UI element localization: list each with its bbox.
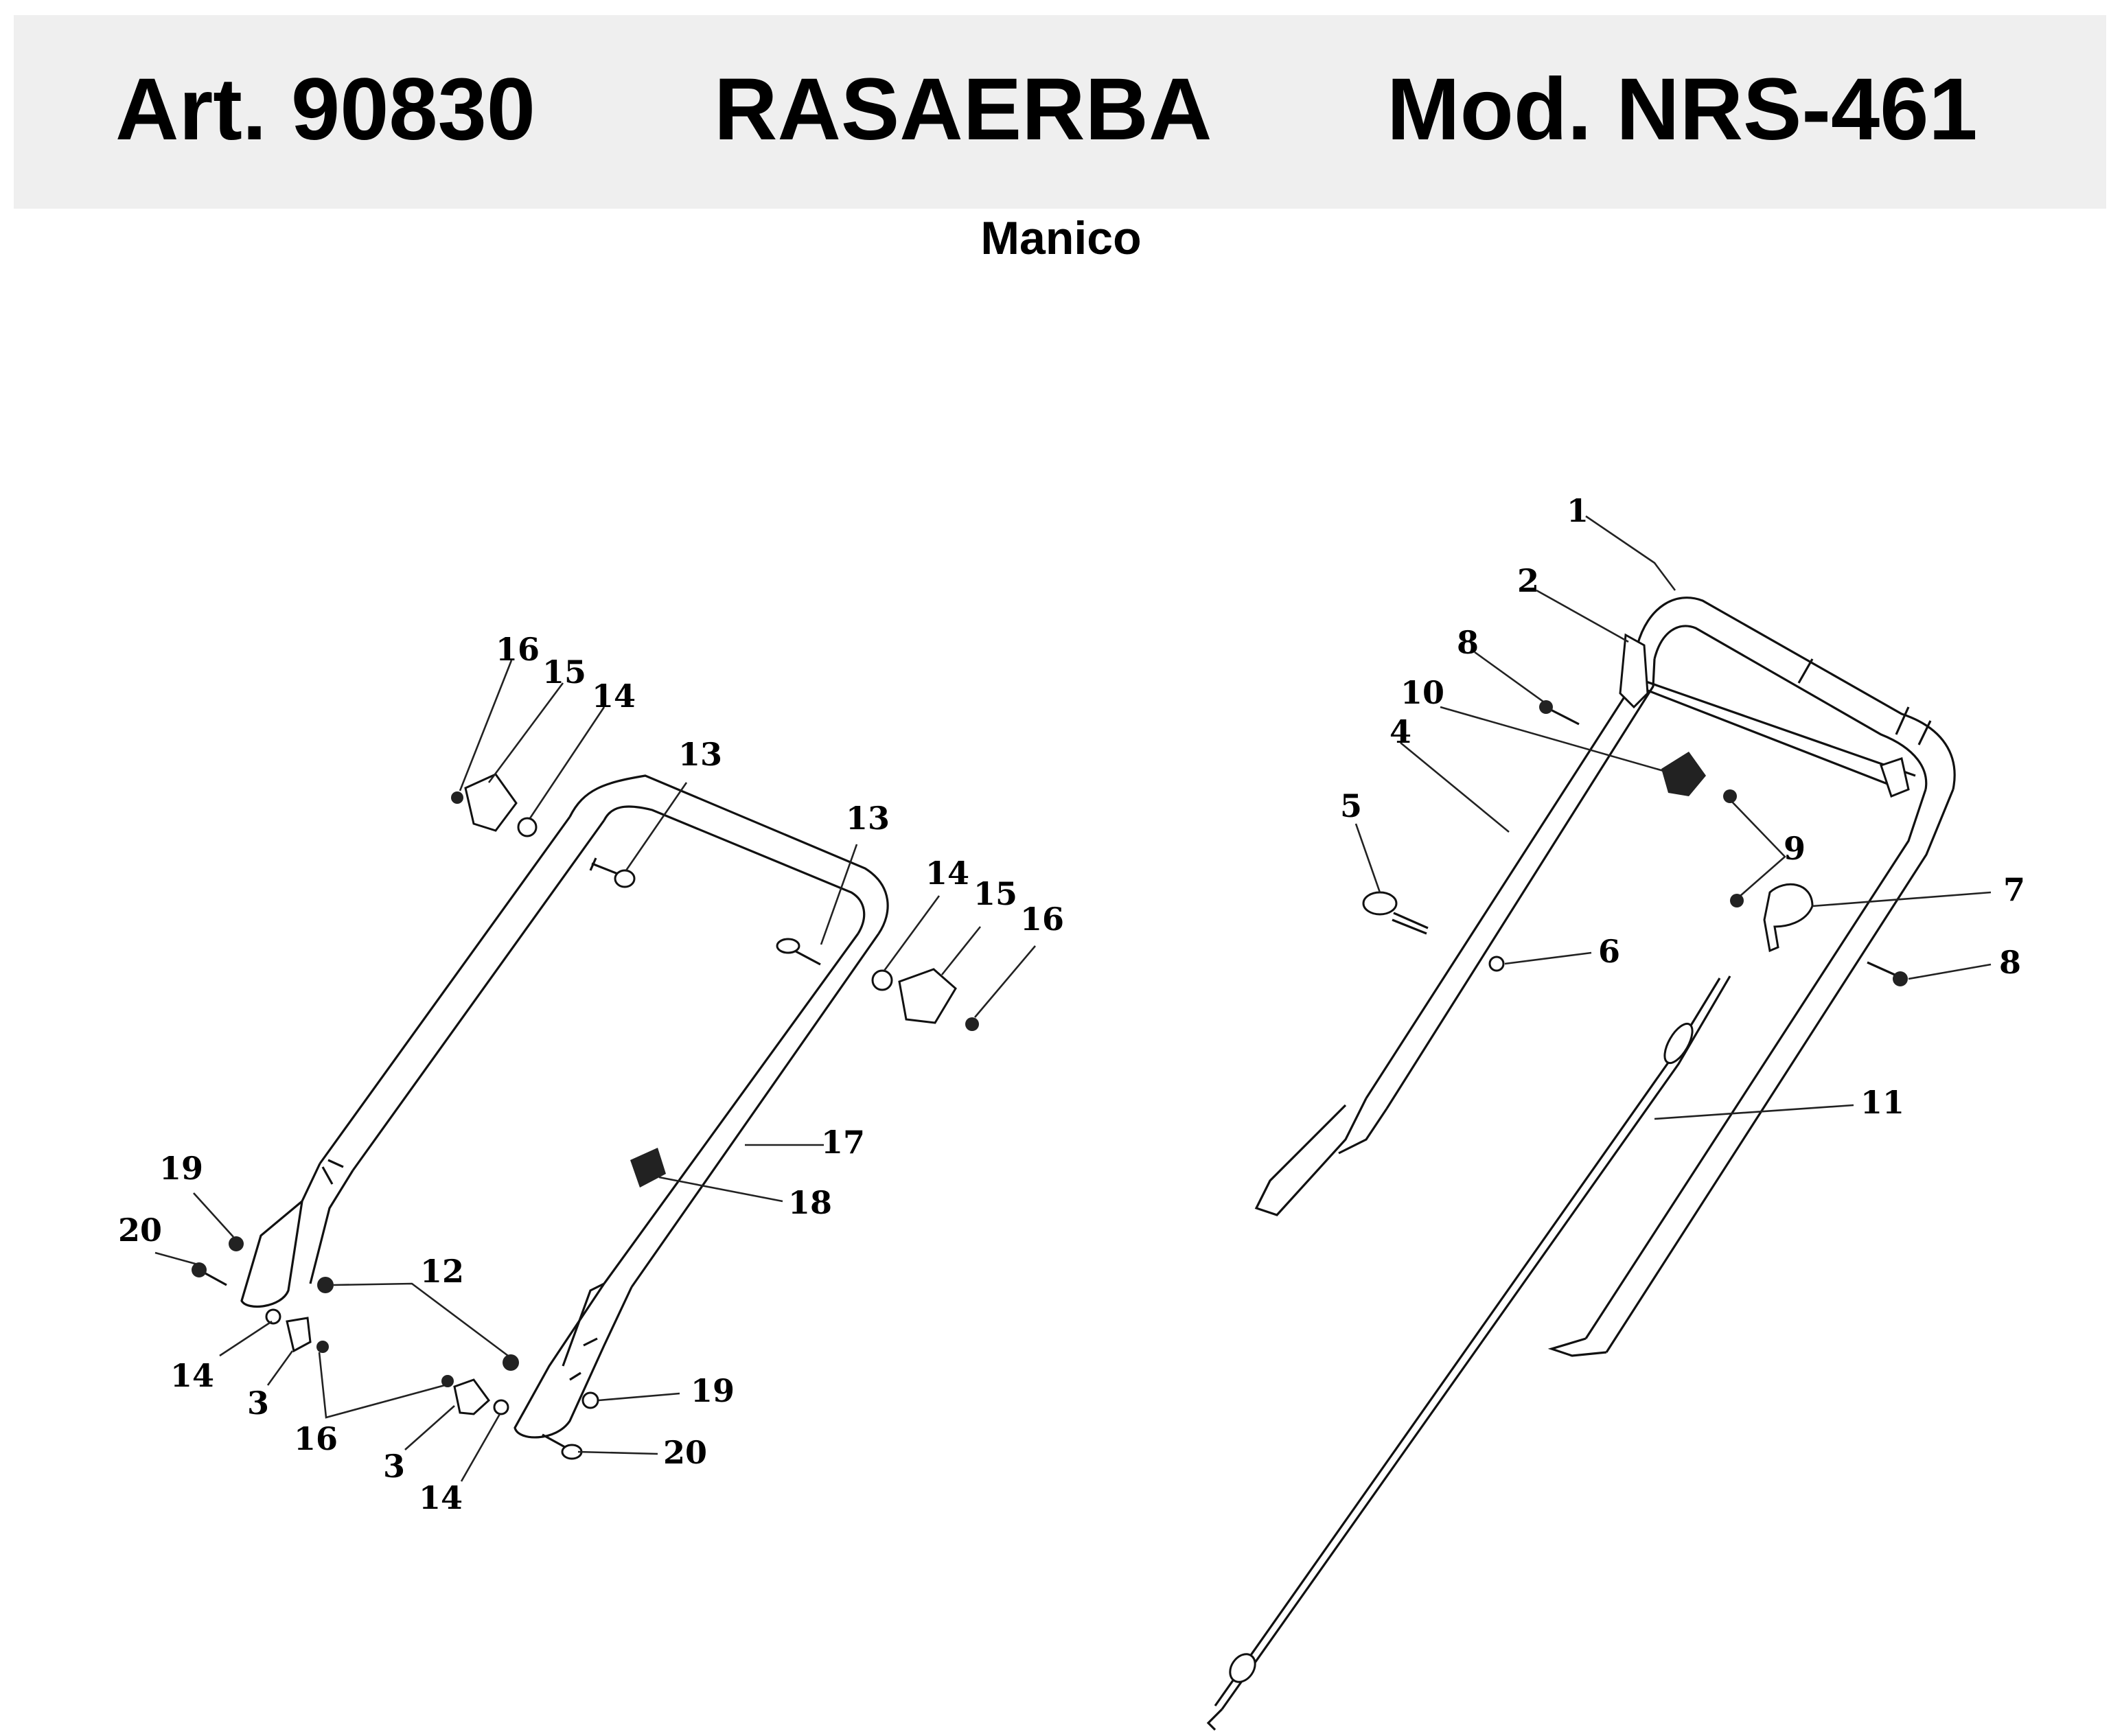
callout-18: 18 — [788, 1184, 832, 1221]
callout-labels: 16 15 14 13 13 14 15 16 17 18 19 20 12 1… — [118, 492, 2025, 1516]
nut-16-bottom — [441, 1375, 454, 1387]
callout-19-left: 19 — [159, 1150, 203, 1187]
callout-14-bottom: 14 — [419, 1479, 463, 1516]
clip-18 — [630, 1148, 666, 1188]
callout-12: 12 — [420, 1253, 464, 1290]
callout-15-right: 15 — [973, 875, 1017, 912]
callout-8-right: 8 — [1999, 944, 2021, 981]
nut-16-right — [965, 1017, 979, 1031]
callout-16-top: 16 — [496, 631, 540, 668]
callout-8-left: 8 — [1457, 624, 1479, 661]
callout-16-bottom: 16 — [294, 1420, 338, 1457]
model-number: Mod. NRS-461 — [1387, 60, 1978, 159]
bolt-8-right — [1867, 961, 1895, 976]
plate-7 — [1763, 883, 1814, 953]
knob-3-left — [286, 1317, 312, 1353]
nut-6 — [1488, 956, 1505, 972]
lever-5 — [1362, 891, 1398, 916]
lower-handle-frame — [240, 774, 889, 1439]
nut-16-left — [316, 1341, 329, 1353]
callout-11: 11 — [1860, 1084, 1904, 1121]
washer-14-left — [265, 1308, 281, 1325]
callout-17: 17 — [821, 1124, 865, 1161]
callout-20-left: 20 — [118, 1212, 162, 1249]
bolt-19-right — [581, 1391, 599, 1409]
callout-2: 2 — [1517, 562, 1539, 599]
callout-7: 7 — [2003, 871, 2025, 908]
callout-3-bottom: 3 — [383, 1448, 405, 1485]
callout-14-top: 14 — [592, 678, 636, 715]
bolt-19-left — [229, 1236, 244, 1251]
callout-19-right: 19 — [691, 1372, 735, 1409]
upper-handle-frame — [1206, 597, 1956, 1731]
callout-14-left: 14 — [170, 1357, 214, 1394]
callout-5: 5 — [1340, 787, 1362, 824]
callout-16-right: 16 — [1020, 901, 1064, 938]
section-title: Manico — [980, 212, 1142, 264]
header-bar — [14, 15, 2106, 209]
knob-15-right — [898, 968, 957, 1024]
clip-2 — [1619, 633, 1649, 709]
left-leader-lines — [154, 660, 1036, 1482]
callout-15-top: 15 — [542, 653, 586, 691]
callout-13-left: 13 — [678, 736, 722, 773]
bracket-10 — [1661, 752, 1706, 796]
washer-14-top — [517, 817, 538, 837]
callout-4: 4 — [1389, 713, 1411, 750]
knob-15-top — [464, 773, 518, 832]
article-number: Art. 90830 — [115, 60, 535, 159]
washer-14-right — [871, 969, 893, 991]
nut-12-right — [503, 1354, 519, 1371]
right-leader-lines — [1354, 515, 1992, 1120]
left-hardware — [192, 773, 979, 1460]
callout-1: 1 — [1567, 492, 1589, 529]
cable-11 — [1214, 975, 1731, 1710]
washer-14-bottom — [493, 1399, 509, 1415]
callout-10: 10 — [1400, 674, 1444, 711]
callout-20-right: 20 — [663, 1434, 707, 1471]
product-name: RASAERBA — [714, 60, 1212, 159]
callout-13-right: 13 — [846, 800, 890, 837]
knob-3-right — [453, 1378, 491, 1415]
callout-3-left: 3 — [247, 1385, 269, 1422]
callout-14-right: 14 — [925, 855, 969, 892]
callout-9: 9 — [1784, 830, 1806, 867]
nut-12-left — [317, 1277, 334, 1293]
callout-6: 6 — [1598, 933, 1620, 970]
nut-9-bottom — [1730, 894, 1744, 907]
bolt-8-left — [1547, 707, 1580, 726]
nut-9-top — [1723, 789, 1737, 803]
nut-16-top — [451, 791, 463, 804]
